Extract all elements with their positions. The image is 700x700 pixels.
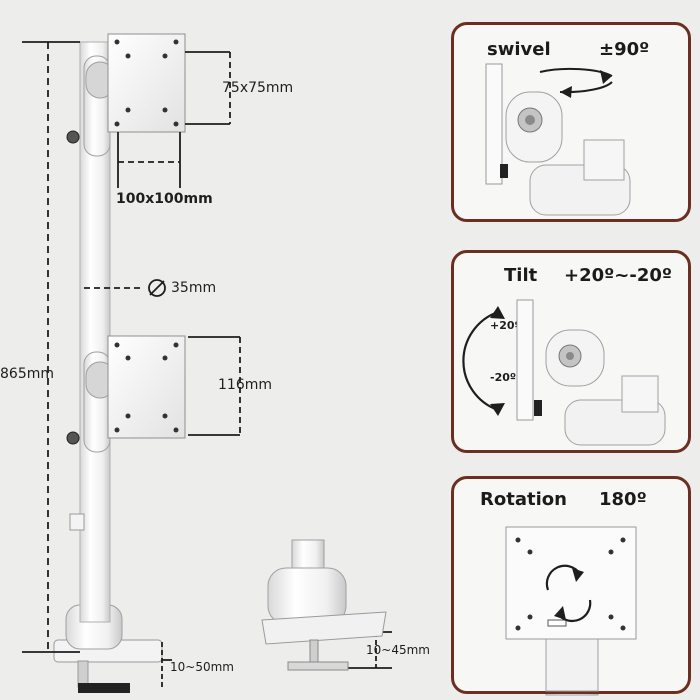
- tilt-up-mark: +20º: [490, 319, 521, 332]
- swivel-panel: swivel ±90º: [451, 22, 691, 222]
- grommet-mount: [261, 539, 387, 671]
- swivel-title: swivel: [487, 39, 551, 60]
- upper-vesa-holes: [114, 39, 179, 127]
- total-height-label: 865mm: [0, 366, 54, 382]
- clamp-range-label: 10~50mm: [170, 660, 234, 674]
- tilt-value: +20º~-20º: [564, 265, 673, 286]
- grommet-bracket: [287, 661, 349, 671]
- lower-vesa-holes: [114, 342, 179, 433]
- rotation-panel: Rotation 180º: [451, 476, 691, 694]
- vesa-small-label: 75x75mm: [222, 80, 294, 96]
- grommet-plate: [261, 611, 387, 645]
- tilt-panel: Tilt +20º~-20º +20º -20º: [451, 250, 691, 453]
- rotation-title: Rotation: [480, 489, 567, 510]
- tilt-down-mark: -20º: [490, 371, 517, 384]
- diameter-icon-slash: [149, 280, 165, 296]
- cable-clip: [69, 513, 85, 531]
- upper-lock-screw: [66, 130, 80, 144]
- upper-vesa-plate: [107, 33, 186, 133]
- lower-vesa-plate: [107, 335, 186, 439]
- rotation-value: 180º: [599, 489, 647, 510]
- pole-mount: [53, 33, 186, 693]
- lower-lock-screw: [66, 431, 80, 445]
- pole-diameter-label: 35mm: [171, 280, 217, 296]
- diameter-icon: [148, 279, 166, 297]
- vesa-large-label: 100x100mm: [116, 191, 213, 207]
- grommet-range-label: 10~45mm: [366, 643, 430, 657]
- tilt-title: Tilt: [504, 265, 538, 286]
- dimension-lines: [22, 41, 392, 690]
- plate-height-label: 116mm: [218, 377, 272, 393]
- swivel-value: ±90º: [599, 39, 650, 60]
- clamp-foot: [78, 683, 130, 693]
